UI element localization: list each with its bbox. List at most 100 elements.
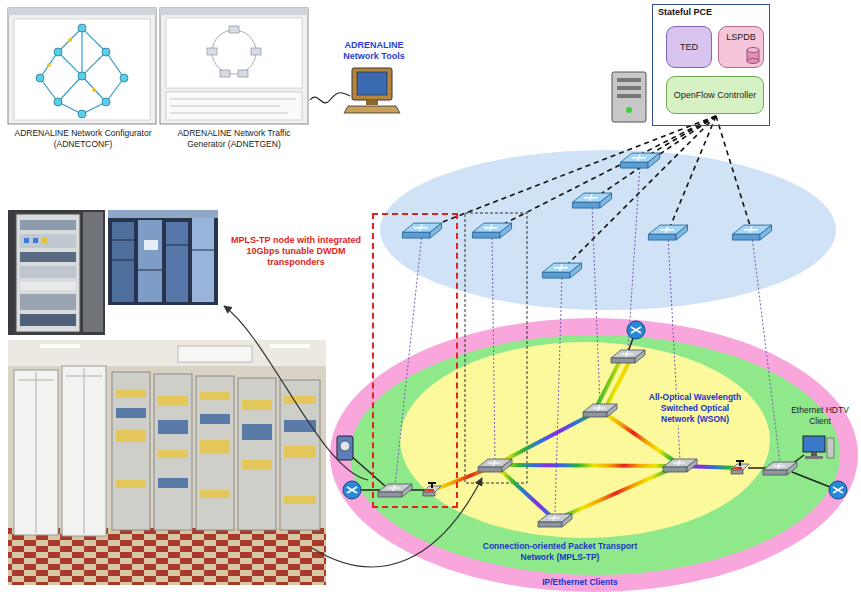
network-ellipse: All-Optical Wavelength Switched Optical … [400,342,770,538]
computer-icon [357,72,387,95]
network-label: IP/Ethernet Clients [535,577,625,588]
configurator-screenshot [78,24,86,32]
traffic-generator-screenshot [166,18,302,88]
lab-photo [154,374,192,530]
openflow-switches [648,225,687,240]
configurator-screenshot [54,98,62,106]
box-label: TED [680,42,698,53]
openflow-switches [572,193,611,208]
openflow-switches [472,223,511,238]
label-holder: Ethernet HDTV Client [784,405,856,427]
configurator-screenshot [8,8,156,15]
lab-photo [196,376,234,530]
controller-box: OpenFlow Controller [666,76,764,114]
lab-photo [116,480,146,488]
openflow-switches [620,153,659,168]
rack-photo [20,266,76,278]
configurator-screenshot [8,8,156,124]
database-box: TED [666,26,712,68]
configurator-screenshot [68,38,72,42]
rack-photo [20,282,76,290]
lab-photo [40,344,80,348]
openflow-control-lines [716,116,752,232]
rack-room-photo [192,218,214,302]
label-holder: ADRENALINE Network Configurator (ADNETCO… [8,128,158,150]
lab-photo [116,408,146,418]
traffic-generator-screenshot [207,48,217,55]
network-label: Connection-oriented Packet Transport Net… [475,541,645,563]
network-label: All-Optical Wavelength Switched Optical … [645,392,745,425]
computer-icon [352,68,392,100]
server-icon [617,78,641,82]
rack-photo [42,238,47,243]
rack-photo [20,252,76,262]
screenshot-caption: ADRENALINE Network Configurator (ADNETCO… [8,128,158,150]
photo-pointer-arrows [224,306,368,480]
computer-icon [344,68,400,113]
lab-photo [18,372,54,533]
configurator-screenshot [92,88,96,92]
traffic-generator-screenshot [207,26,261,77]
traffic-generator-screenshot [229,26,239,33]
configurator-screenshot [102,98,110,106]
rack-photo [16,214,80,332]
rack-photo [8,210,105,335]
lab-photo [200,440,230,454]
server-icon [617,94,641,98]
client-links [748,467,766,469]
lab-photo [284,446,316,458]
traffic-generator-screenshot [251,48,261,55]
ellipse-fill [350,335,840,575]
openflow-switches [402,223,441,238]
rack-photo [33,238,38,243]
rack-photo [83,212,103,332]
configurator-screenshot [78,72,86,80]
computer-icon [344,106,400,113]
client-links [410,489,426,491]
media-server-icon [337,436,353,460]
lab-photo [8,340,326,585]
pc-icon [811,452,817,456]
traffic-generator-screenshot [170,99,296,113]
lab-photo [8,340,326,585]
lab-photo [116,390,146,398]
lab-photo [112,372,150,530]
lab-photo [8,528,326,585]
lab-photo [116,408,316,488]
pce-box: Stateful PCETEDLSPDBOpenFlow Controller [652,4,770,126]
box-label: OpenFlow Controller [670,90,760,101]
server-icon [612,72,646,122]
configurator-screenshot [78,110,86,118]
lab-photo [200,392,230,400]
traffic-generator-screenshot [170,99,296,113]
traffic-generator-screenshot [220,70,230,77]
traffic-generator-screenshot [160,8,308,124]
traffic-generator-screenshot [212,30,256,74]
lab-photo [14,370,58,535]
label-holder: ADRENALINE Network Traffic Generator (AD… [160,128,308,150]
openflow-control-lines [562,116,716,270]
lab-photo [242,424,272,440]
lab-photo [158,396,188,406]
lab-photo [200,414,230,424]
box-label: LSPDB [726,32,756,43]
configurator-screenshot [40,28,124,114]
ellipse-outline [350,335,840,575]
lab-photo [116,430,146,442]
traffic-generator-screenshot [238,70,248,77]
database-box: LSPDB [718,26,764,68]
lab-photo [158,478,188,488]
data-plane-nodes [829,481,847,499]
rack-room-photo [112,222,134,302]
configurator-screenshot [36,74,44,82]
server-icon [626,107,632,113]
node-callout-box: MPLS-TP node with integrated 10Gbps tuna… [372,213,458,508]
media-server-icon [337,436,353,460]
traffic-generator-screenshot [160,8,308,124]
openflow-control-lines [422,116,752,270]
configurator-screenshot [8,8,156,124]
rack-room-photo [166,222,188,302]
rack-room-photo [108,210,218,218]
rack-photo [20,234,76,248]
rack-room-photo [144,240,158,250]
